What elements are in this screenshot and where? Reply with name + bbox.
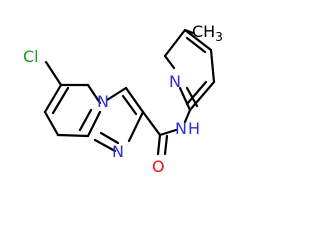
atom-label-ch3: CH3 bbox=[192, 22, 223, 44]
molecule-structure: Cl N N N N H O CH3 bbox=[23, 22, 223, 176]
atom-label-n-bridge: N bbox=[97, 92, 109, 111]
bond bbox=[141, 110, 162, 137]
bond bbox=[51, 86, 70, 115]
atom-label-nh: N bbox=[175, 119, 187, 138]
bond bbox=[183, 108, 192, 124]
bond bbox=[156, 133, 162, 156]
bond bbox=[163, 54, 176, 70]
bond bbox=[163, 134, 169, 156]
bond bbox=[99, 131, 120, 145]
bond bbox=[124, 86, 145, 114]
bond bbox=[93, 138, 117, 153]
bond-lines bbox=[43, 28, 216, 156]
bond bbox=[121, 94, 138, 116]
bond bbox=[56, 133, 90, 138]
bond bbox=[43, 83, 63, 114]
bond bbox=[188, 80, 216, 112]
atom-label-o: O bbox=[152, 157, 165, 176]
bond bbox=[163, 28, 187, 58]
bond bbox=[44, 60, 63, 87]
atom-label-nh-h: H bbox=[188, 119, 200, 138]
bond bbox=[86, 110, 102, 138]
atom-label-n-pyridine: N bbox=[169, 72, 181, 91]
atom-label-n-imidazole: N bbox=[112, 142, 124, 161]
bond bbox=[105, 86, 128, 102]
bond bbox=[185, 36, 207, 54]
atom-label-cl: Cl bbox=[23, 47, 39, 66]
bond bbox=[158, 128, 178, 137]
bond bbox=[183, 28, 195, 35]
bond bbox=[209, 48, 216, 84]
bond bbox=[43, 110, 60, 137]
bond bbox=[178, 86, 192, 112]
bond bbox=[86, 83, 102, 105]
bond bbox=[185, 80, 208, 106]
atom-label-ch3-subscript: 3 bbox=[215, 30, 223, 44]
atom-labels: Cl N N N N H O CH3 bbox=[23, 22, 223, 176]
bond bbox=[183, 28, 213, 52]
bond bbox=[127, 110, 145, 143]
bond bbox=[78, 108, 93, 132]
